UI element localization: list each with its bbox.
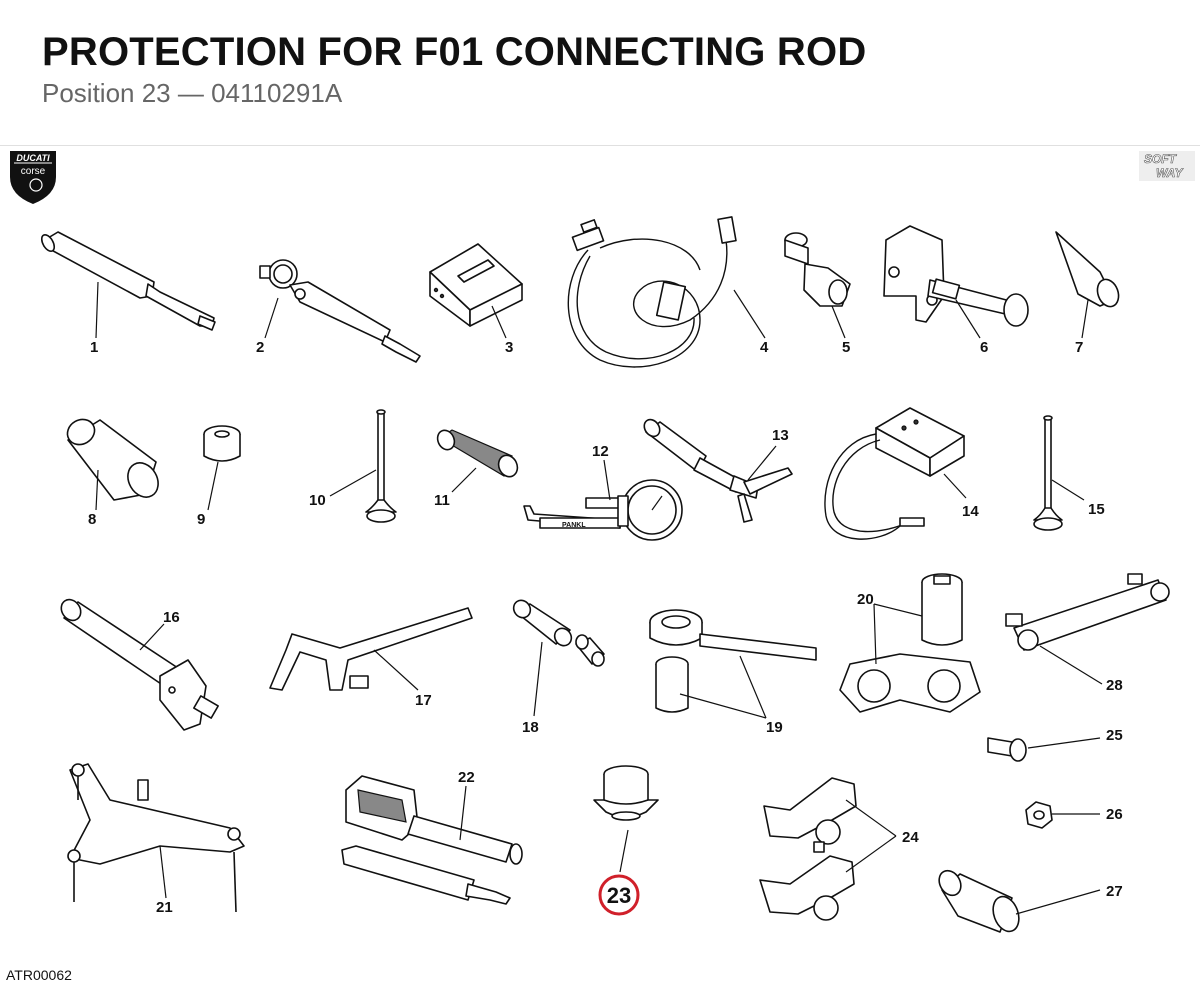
part-6-drawing: 6 xyxy=(883,225,1029,356)
part-3-drawing: 3 xyxy=(429,243,523,356)
part-12-drawing: PANKL 12 xyxy=(523,443,683,541)
part-label-22: 22 xyxy=(458,769,475,786)
softway-logo: SOFT WAY xyxy=(1139,151,1195,181)
part-label-5: 5 xyxy=(842,339,850,356)
part-label-14: 14 xyxy=(962,503,979,520)
part-label-27: 27 xyxy=(1106,883,1123,900)
part-20-drawing: 20 xyxy=(839,573,981,713)
drawing-code: ATR00062 xyxy=(6,967,72,983)
part-13-drawing: 13 xyxy=(643,418,793,523)
part-label-11: 11 xyxy=(434,492,450,509)
part-label-26: 26 xyxy=(1106,806,1123,823)
part-7-drawing: 7 xyxy=(1055,231,1120,356)
part-9-drawing: 9 xyxy=(197,425,241,528)
part-25-drawing: 25 xyxy=(987,727,1123,762)
part-label-4: 4 xyxy=(760,339,769,356)
part-22-drawing: 22 xyxy=(341,769,523,905)
part-24-drawing: 24 xyxy=(759,777,919,921)
part-label-19: 19 xyxy=(766,719,783,736)
part-label-23: 23 xyxy=(607,883,631,908)
part-label-17: 17 xyxy=(415,692,432,709)
softway-text-1: SOFT xyxy=(1144,152,1178,166)
logo-brand-text: DUCATI xyxy=(16,153,50,163)
header-divider xyxy=(0,145,1200,146)
gauge-brand-text: PANKL xyxy=(562,522,586,529)
part-label-8: 8 xyxy=(88,511,96,528)
part-8-drawing: 8 xyxy=(66,418,159,528)
part-23-drawing: 23 xyxy=(593,765,659,916)
page-title: PROTECTION FOR F01 CONNECTING ROD xyxy=(42,30,867,74)
part-label-9: 9 xyxy=(197,511,205,528)
part-label-12: 12 xyxy=(592,443,609,460)
part-5-drawing: 5 xyxy=(784,232,851,356)
part-1-drawing: 1 xyxy=(40,231,216,356)
part-label-16: 16 xyxy=(163,609,180,626)
part-label-18: 18 xyxy=(522,719,539,736)
part-10-drawing: 10 xyxy=(309,409,397,523)
part-label-15: 15 xyxy=(1088,501,1105,518)
part-label-10: 10 xyxy=(309,492,326,509)
part-label-25: 25 xyxy=(1106,727,1123,744)
page-subtitle: Position 23 — 04110291A xyxy=(42,78,343,108)
part-11-drawing: 11 xyxy=(434,429,519,509)
part-label-1: 1 xyxy=(90,339,98,356)
part-label-20: 20 xyxy=(857,591,874,608)
part-28-drawing: 28 xyxy=(1005,573,1170,694)
part-label-24: 24 xyxy=(902,829,919,846)
softway-text-2: WAY xyxy=(1156,166,1183,180)
part-label-6: 6 xyxy=(980,339,988,356)
part-4-drawing: 4 xyxy=(567,216,769,368)
part-label-13: 13 xyxy=(772,427,789,444)
part-label-21: 21 xyxy=(156,899,173,916)
part-15-drawing: 15 xyxy=(1033,415,1105,531)
part-16-drawing: 16 xyxy=(60,598,219,731)
part-19-drawing: 19 xyxy=(649,609,817,736)
logo-sub-text: corse xyxy=(21,166,46,177)
part-27-drawing: 27 xyxy=(938,869,1123,933)
part-18-drawing: 18 xyxy=(512,599,605,736)
part-17-drawing: 17 xyxy=(269,607,473,709)
ducati-corse-logo: DUCATI corse xyxy=(10,151,56,204)
part-14-drawing: 14 xyxy=(824,407,979,540)
part-2-drawing: 2 xyxy=(256,259,421,363)
highlight-ring-23 xyxy=(598,874,640,916)
part-26-drawing: 26 xyxy=(1025,801,1123,829)
part-label-7: 7 xyxy=(1075,339,1083,356)
part-label-2: 2 xyxy=(256,339,264,356)
part-label-28: 28 xyxy=(1106,677,1123,694)
part-label-3: 3 xyxy=(505,339,513,356)
part-21-drawing: 21 xyxy=(67,763,245,916)
